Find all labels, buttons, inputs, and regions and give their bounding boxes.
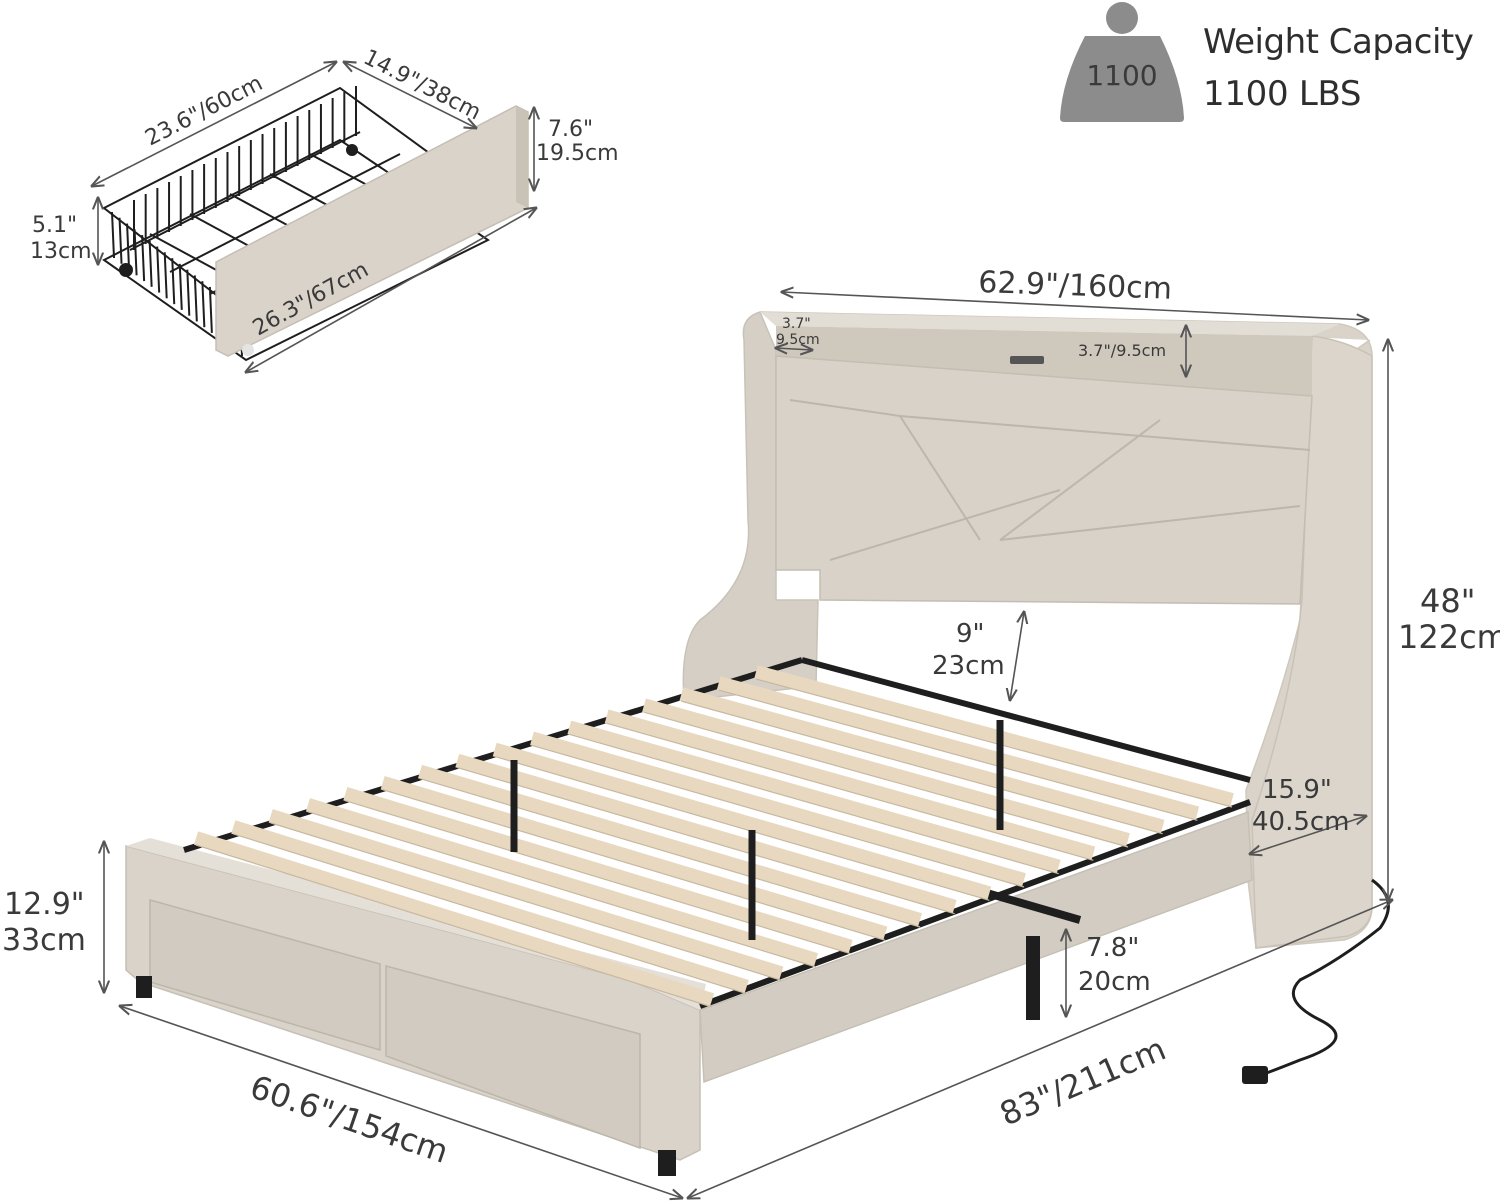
wing-depth-cm: 40.5cm (1252, 807, 1350, 837)
rail-height-cm: 33cm (2, 923, 86, 958)
drawer-front-height-in: 7.6" (548, 117, 593, 142)
drawer-basket-height-cm: 13cm (30, 239, 92, 264)
shelf-height-label: 3.7"/9.5cm (1078, 341, 1166, 360)
weight-icon (1060, 2, 1184, 122)
clearance-cm: 20cm (1078, 967, 1151, 997)
wing-depth-in: 15.9" (1262, 775, 1332, 805)
drawer-length-label: 23.6"/60cm (141, 71, 266, 151)
shelf-depth-cm: 9.5cm (776, 332, 820, 348)
headboard-height-in: 48" (1420, 582, 1475, 620)
shelf-depth-in: 3.7" (782, 316, 811, 332)
weight-number: 1100 (1086, 59, 1157, 92)
headboard-height-cm: 122cm (1398, 618, 1500, 656)
clearance-in: 7.8" (1086, 933, 1139, 963)
slat-gap-in: 9" (956, 619, 985, 649)
weight-capacity-value: 1100 LBS (1203, 74, 1362, 114)
weight-capacity-title: Weight Capacity (1203, 22, 1474, 62)
rail-height-in: 12.9" (4, 887, 85, 922)
slat-gap-cm: 23cm (932, 651, 1005, 681)
drawer-depth-label: 14.9"/38cm (359, 45, 484, 125)
bed-length-label: 83"/211cm (994, 1030, 1171, 1134)
drawer-front-height-cm: 19.5cm (536, 141, 619, 166)
bed-illustration (125, 311, 1390, 1176)
bed-width-label: 60.6"/154cm (245, 1068, 453, 1171)
drawer-basket-height-in: 5.1" (32, 213, 77, 238)
headboard-width-label: 62.9"/160cm (978, 265, 1173, 307)
